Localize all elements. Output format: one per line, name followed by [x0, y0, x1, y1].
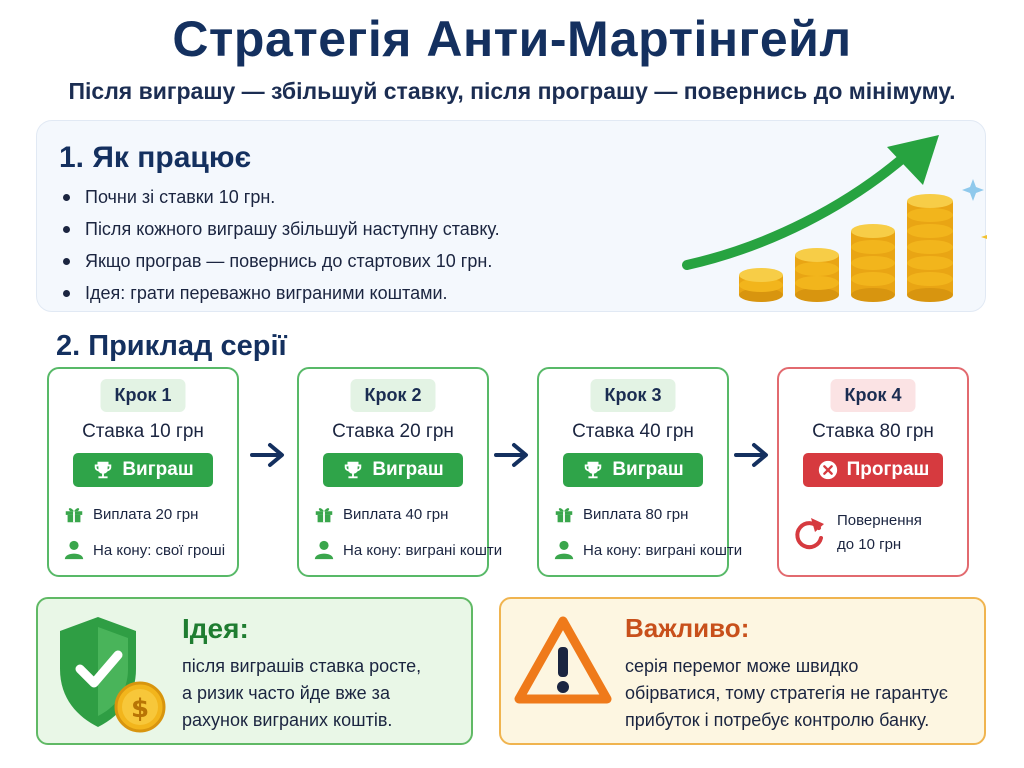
list-item: Після кожного виграшу збільшуй наступну … — [61, 215, 500, 247]
page-title: Стратегія Анти-Мартінгейл — [172, 11, 852, 67]
return-line: до 10 грн — [837, 536, 902, 553]
warning-panel: Важливо: серія перемог може швидко обірв… — [499, 597, 986, 745]
result-label: Виграш — [122, 459, 194, 480]
arrow-right-icon — [734, 443, 768, 467]
step-card-1: Крок 1 Ставка 10 грн Виграш Виплата 20 г… — [47, 367, 239, 577]
idea-line: після виграшів ставка росте, — [182, 656, 422, 676]
step-stake: Ставка 80 грн — [812, 421, 934, 442]
step-badge: Крок 2 — [350, 379, 436, 412]
idea-panel: $ Ідея: після виграшів ставка росте, а р… — [36, 597, 473, 745]
payout-text: Виплата 80 грн — [583, 505, 689, 523]
at-stake-row: На кону: свої гроші — [63, 539, 225, 561]
result-badge-win: Виграш — [323, 453, 463, 487]
example-title: 2. Приклад серії — [56, 330, 287, 362]
result-badge-lose: Програш — [803, 453, 943, 487]
trophy-icon — [345, 461, 362, 479]
person-icon — [64, 540, 84, 560]
gift-icon — [315, 508, 333, 523]
return-text: Повернення до 10 грн — [837, 509, 922, 557]
step-badge: Крок 1 — [100, 379, 186, 412]
arrow-right-icon — [250, 443, 284, 467]
at-stake-text: На кону: виграні кошти — [343, 541, 503, 559]
list-item: Почни зі ставки 10 грн. — [61, 183, 500, 215]
at-stake-text: На кону: свої гроші — [93, 541, 226, 559]
step-stake: Ставка 20 грн — [332, 421, 454, 442]
person-icon — [314, 540, 334, 560]
trophy-icon — [585, 461, 602, 479]
step-card-3: Крок 3 Ставка 40 грн Виграш Виплата 80 г… — [537, 367, 742, 577]
return-row: Повернення до 10 грн — [793, 509, 922, 557]
person-icon — [554, 540, 574, 560]
idea-title: Ідея: — [182, 613, 249, 644]
page-subtitle: Після виграшу — збільшуй ставку, після п… — [68, 78, 956, 104]
shield-check-coin-icon: $ — [60, 617, 166, 733]
step-stake: Ставка 40 грн — [572, 421, 694, 442]
how-it-works-list: Почни зі ставки 10 грн. Після кожного ви… — [61, 183, 500, 311]
step-stake: Ставка 10 грн — [82, 421, 204, 442]
warning-line: прибуток і потребує контролю банку. — [625, 710, 930, 730]
warning-triangle-icon — [514, 616, 612, 704]
at-stake-text: На кону: виграні кошти — [583, 541, 743, 559]
payout-row: Виплата 80 грн — [553, 503, 688, 525]
result-label: Програш — [846, 459, 930, 480]
redo-arrow-icon — [795, 518, 824, 550]
x-circle-icon — [818, 460, 837, 480]
payout-row: Виплата 40 грн — [313, 503, 448, 525]
step-badge: Крок 4 — [830, 379, 916, 412]
result-label: Виграш — [612, 459, 684, 480]
result-badge-win: Виграш — [73, 453, 213, 487]
trophy-icon — [95, 461, 112, 479]
gift-icon — [555, 508, 573, 523]
idea-line: рахунок виграних коштів. — [182, 710, 393, 730]
list-item: Ідея: грати переважно виграними коштами. — [61, 279, 500, 311]
sparkle-icon — [962, 179, 984, 201]
payout-text: Виплата 20 грн — [93, 505, 199, 523]
how-it-works-title: 1. Як працює — [59, 141, 252, 174]
arrow-right-icon — [494, 443, 528, 467]
step-card-2: Крок 2 Ставка 20 грн Виграш Виплата 40 г… — [297, 367, 502, 577]
result-label: Виграш — [372, 459, 444, 480]
at-stake-row: На кону: виграні кошти — [313, 539, 502, 561]
step-card-4: Крок 4 Ставка 80 грн Програш Повернення … — [777, 367, 969, 577]
warning-text: серія перемог може швидко обірватися, то… — [625, 653, 948, 734]
at-stake-row: На кону: виграні кошти — [553, 539, 742, 561]
list-item: Якщо програв — повернись до стартових 10… — [61, 247, 500, 279]
warning-title: Важливо: — [625, 613, 750, 643]
return-line: Повернення — [837, 512, 922, 529]
payout-text: Виплата 40 грн — [343, 505, 449, 523]
payout-row: Виплата 20 грн — [63, 503, 198, 525]
gold-coin-stacks-icon — [739, 194, 953, 302]
idea-line: а ризик часто йде вже за — [182, 683, 390, 703]
sparkle-icon — [981, 235, 987, 239]
green-up-trend-arrow-icon — [682, 135, 939, 270]
gift-icon — [65, 508, 83, 523]
idea-text: після виграшів ставка росте, а ризик час… — [182, 653, 421, 734]
warning-line: обірватися, тому стратегія не гарантує — [625, 683, 948, 703]
step-badge: Крок 3 — [590, 379, 676, 412]
how-it-works-panel: 1. Як працює Почни зі ставки 10 грн. Піс… — [36, 120, 987, 312]
svg-text:$: $ — [131, 694, 149, 724]
warning-line: серія перемог може швидко — [625, 656, 859, 676]
growth-illustration — [682, 135, 987, 302]
result-badge-win: Виграш — [563, 453, 703, 487]
